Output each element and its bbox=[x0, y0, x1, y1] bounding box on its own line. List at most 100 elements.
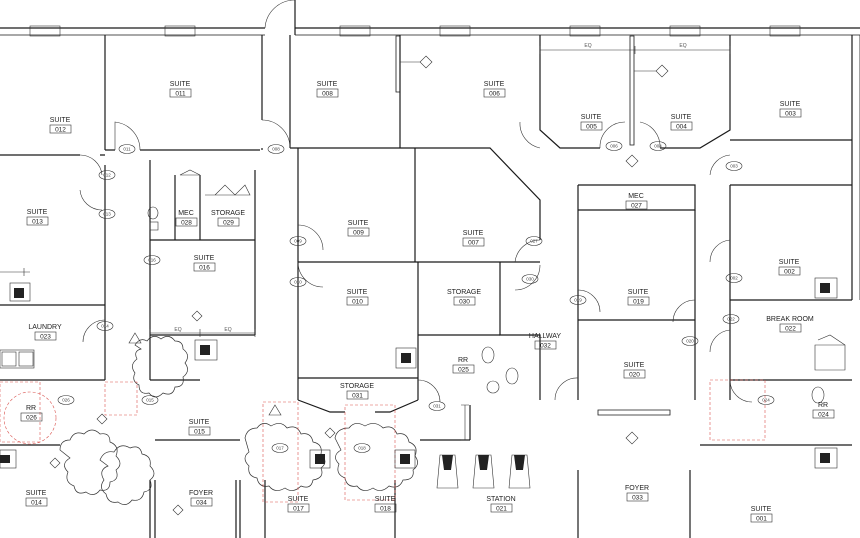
door-swings bbox=[79, 119, 753, 403]
room-number: 030 bbox=[459, 299, 470, 306]
room-number: 026 bbox=[26, 415, 37, 422]
room-label: SUITE 001 bbox=[751, 506, 773, 523]
door-tag: 026 bbox=[62, 398, 70, 403]
room-number: 008 bbox=[322, 91, 333, 98]
room-number: 018 bbox=[380, 506, 391, 513]
door-tag: 012 bbox=[103, 173, 111, 178]
room-name: SUITE bbox=[189, 419, 210, 426]
room-name: SUITE bbox=[751, 506, 772, 513]
door-tag: 030 bbox=[526, 277, 534, 282]
dimension-lines bbox=[0, 46, 731, 441]
room-name: STORAGE bbox=[340, 383, 374, 390]
door-tag: 018 bbox=[358, 446, 366, 451]
callout-diamonds bbox=[49, 55, 669, 516]
room-label: RR 024 bbox=[812, 402, 835, 419]
room-number: 025 bbox=[458, 367, 469, 374]
room-number: 015 bbox=[194, 429, 205, 436]
room-name: STORAGE bbox=[211, 210, 245, 217]
room-name: SUITE bbox=[27, 209, 48, 216]
interior-walls bbox=[0, 35, 852, 538]
door-tag: 003 bbox=[730, 164, 738, 169]
room-label: HALLWAY 032 bbox=[529, 333, 561, 350]
room-name: SUITE bbox=[348, 220, 369, 227]
room-number: 001 bbox=[756, 516, 767, 523]
door-tag: 011 bbox=[123, 147, 131, 152]
room-name: SUITE bbox=[50, 117, 71, 124]
door-tag: 009 bbox=[294, 239, 302, 244]
room-number: 013 bbox=[32, 219, 43, 226]
room-number: 034 bbox=[196, 500, 207, 507]
room-number: 006 bbox=[489, 91, 500, 98]
room-name: HALLWAY bbox=[529, 333, 561, 340]
room-number: 014 bbox=[31, 500, 42, 507]
room-label: SUITE 013 bbox=[27, 209, 49, 226]
room-name: SUITE bbox=[26, 490, 47, 497]
revision-clouds bbox=[59, 336, 418, 505]
room-name: RR bbox=[818, 402, 828, 409]
room-number: 011 bbox=[175, 91, 186, 98]
room-number: 012 bbox=[55, 127, 66, 134]
room-number: 027 bbox=[631, 203, 642, 210]
room-name: SUITE bbox=[170, 81, 191, 88]
room-label: MEC 028 bbox=[175, 210, 198, 227]
room-name: STATION bbox=[486, 496, 515, 503]
room-name: SUITE bbox=[624, 362, 645, 369]
room-number: 029 bbox=[223, 220, 234, 227]
door-tag: 024 bbox=[762, 398, 770, 403]
exterior-walls bbox=[0, 0, 860, 300]
room-name: MEC bbox=[628, 193, 644, 200]
room-name: SUITE bbox=[780, 101, 801, 108]
door-tag: 015 bbox=[146, 398, 154, 403]
room-label: STORAGE 030 bbox=[447, 289, 481, 306]
room-name: MEC bbox=[178, 210, 194, 217]
room-number: 002 bbox=[784, 269, 795, 276]
room-number: 033 bbox=[632, 495, 643, 502]
door-tag: 014 bbox=[101, 324, 109, 329]
door-tags bbox=[57, 141, 775, 453]
room-number: 024 bbox=[818, 412, 829, 419]
room-name: FOYER bbox=[625, 485, 649, 492]
room-name: SUITE bbox=[671, 114, 692, 121]
revision-boxes bbox=[0, 379, 766, 503]
door-tag: 027 bbox=[530, 239, 538, 244]
room-label: SUITE 014 bbox=[26, 490, 48, 507]
room-name: SUITE bbox=[347, 289, 368, 296]
room-name: SUITE bbox=[194, 255, 215, 262]
room-name: SUITE bbox=[779, 259, 800, 266]
door-tag: 002 bbox=[730, 276, 738, 281]
room-name: STORAGE bbox=[447, 289, 481, 296]
room-name: SUITE bbox=[288, 496, 309, 503]
room-name: SUITE bbox=[463, 230, 484, 237]
door-tag: 022 bbox=[727, 317, 735, 322]
door-tag: 008 bbox=[272, 147, 280, 152]
room-number: 028 bbox=[181, 220, 192, 227]
door-tag: 017 bbox=[276, 446, 284, 451]
door-tag: 004 bbox=[654, 144, 662, 149]
door-tag: 016 bbox=[148, 258, 156, 263]
room-label: SUITE 012 bbox=[50, 117, 72, 134]
dim-eq-4: EQ bbox=[224, 327, 231, 333]
room-label: STORAGE 029 bbox=[211, 210, 245, 227]
room-label: FOYER 033 bbox=[625, 485, 649, 502]
room-number: 023 bbox=[40, 334, 51, 341]
room-label: SUITE 015 bbox=[189, 419, 211, 436]
dim-eq-1: EQ bbox=[584, 43, 591, 49]
room-name: BREAK ROOM bbox=[766, 316, 814, 323]
room-number: 032 bbox=[540, 343, 551, 350]
